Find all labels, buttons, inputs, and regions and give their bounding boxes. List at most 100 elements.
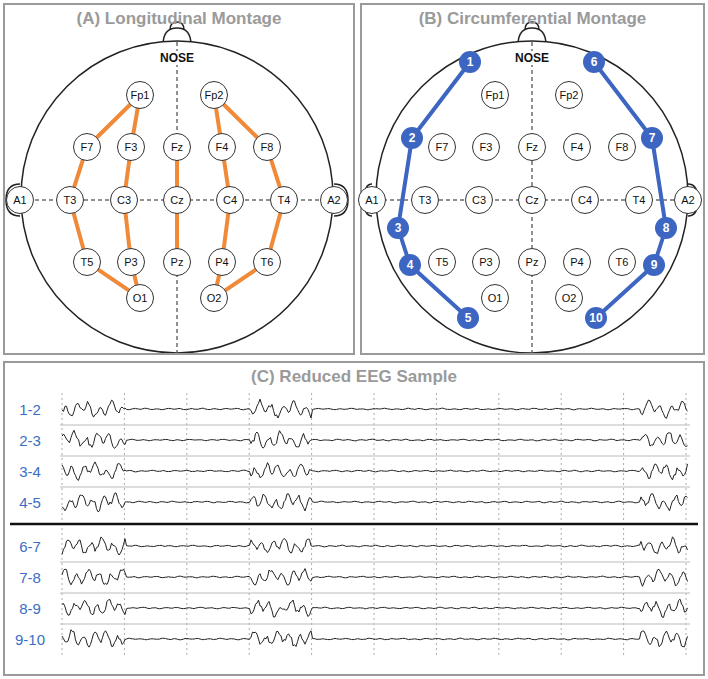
electrode: T6 bbox=[608, 248, 636, 276]
electrode-label: P4 bbox=[215, 256, 228, 268]
channel-divider bbox=[60, 593, 690, 594]
channel-number: 7 bbox=[641, 127, 663, 149]
channel-label: 9-10 bbox=[14, 631, 46, 648]
electrode-label: A1 bbox=[365, 194, 378, 206]
longitudinal-link bbox=[216, 109, 220, 133]
eeg-trace bbox=[62, 537, 688, 555]
electrode-label: F4 bbox=[216, 141, 229, 153]
electrode: C3 bbox=[465, 186, 493, 214]
channel-divider bbox=[60, 456, 690, 457]
channel-number: 9 bbox=[643, 254, 665, 276]
circumferential-link bbox=[601, 71, 646, 130]
electrode: F8 bbox=[253, 133, 281, 161]
electrode: A2 bbox=[674, 186, 702, 214]
circumferential-link bbox=[604, 272, 646, 310]
electrode: T3 bbox=[411, 186, 439, 214]
electrode: O2 bbox=[555, 284, 583, 312]
channel-number: 1 bbox=[459, 51, 481, 73]
electrode: F7 bbox=[428, 133, 456, 161]
eeg-trace bbox=[62, 493, 688, 512]
channel-number: 4 bbox=[399, 254, 421, 276]
electrode: Fz bbox=[163, 133, 191, 161]
channel-label: 7-8 bbox=[18, 569, 42, 586]
eeg-traces bbox=[62, 399, 688, 647]
orientation-label: NOSE bbox=[513, 51, 551, 65]
electrode: T6 bbox=[253, 248, 281, 276]
electrode: Cz bbox=[163, 186, 191, 214]
electrode-label: T3 bbox=[64, 194, 77, 206]
electrode-label: Fz bbox=[526, 141, 538, 153]
electrode-label: Cz bbox=[170, 194, 183, 206]
channel-number: 5 bbox=[457, 307, 479, 329]
electrode: T5 bbox=[428, 248, 456, 276]
electrode-label: F3 bbox=[125, 141, 138, 153]
electrode: P4 bbox=[563, 248, 591, 276]
electrode: F4 bbox=[208, 133, 236, 161]
electrode-label: P3 bbox=[124, 256, 137, 268]
circumferential-link bbox=[401, 239, 406, 255]
longitudinal-link bbox=[175, 161, 179, 186]
longitudinal-link bbox=[175, 214, 179, 248]
electrode-label: A2 bbox=[681, 194, 694, 206]
longitudinal-link bbox=[126, 161, 129, 186]
electrode: C4 bbox=[216, 186, 244, 214]
channel-divider bbox=[60, 562, 690, 563]
electrode-label: T3 bbox=[419, 194, 432, 206]
electrode-label: Fp2 bbox=[560, 89, 579, 101]
circumferential-link bbox=[418, 272, 460, 310]
electrode: F3 bbox=[117, 133, 145, 161]
head-b bbox=[364, 22, 698, 353]
eeg-trace bbox=[62, 569, 688, 587]
longitudinal-link bbox=[217, 276, 219, 285]
electrode-label: A1 bbox=[13, 194, 26, 206]
callout-number: 1 bbox=[467, 55, 474, 69]
channel-divider bbox=[60, 487, 690, 488]
montage-panel: (C) Reduced EEG Sample bbox=[3, 361, 705, 676]
electrode-label: F8 bbox=[616, 141, 629, 153]
electrode: F3 bbox=[472, 133, 500, 161]
head-outline bbox=[21, 41, 333, 353]
panel-title: (B) Circumferential Montage bbox=[362, 9, 703, 29]
electrode: T5 bbox=[73, 248, 101, 276]
circumferential-link bbox=[654, 149, 665, 217]
channel-number: 3 bbox=[387, 217, 409, 239]
electrode-label: T4 bbox=[278, 194, 291, 206]
electrode-label: F8 bbox=[261, 141, 274, 153]
longitudinal-link bbox=[74, 214, 84, 249]
electrode-label: P4 bbox=[570, 256, 583, 268]
longitudinal-link bbox=[74, 160, 82, 186]
channel-number: 10 bbox=[585, 307, 607, 329]
longitudinal-link bbox=[126, 214, 130, 248]
electrode: A1 bbox=[6, 186, 34, 214]
electrode: Pz bbox=[163, 248, 191, 276]
electrode-label: F7 bbox=[436, 141, 449, 153]
electrode: A2 bbox=[320, 186, 348, 214]
longitudinal-link bbox=[133, 109, 137, 133]
electrode: Cz bbox=[518, 186, 546, 214]
electrode: Fp2 bbox=[200, 81, 228, 109]
electrode-label: T4 bbox=[633, 194, 646, 206]
circumferential-link bbox=[400, 149, 411, 217]
electrode: P3 bbox=[117, 248, 145, 276]
longitudinal-link bbox=[97, 105, 130, 137]
callout-number: 2 bbox=[409, 131, 416, 145]
electrode-label: O2 bbox=[562, 292, 577, 304]
callout-number: 10 bbox=[589, 311, 602, 325]
head-outline bbox=[376, 41, 688, 353]
electrode: T4 bbox=[625, 186, 653, 214]
eeg-trace bbox=[62, 630, 688, 647]
callout-number: 8 bbox=[663, 221, 670, 235]
callout-number: 6 bbox=[591, 55, 598, 69]
electrode-label: F7 bbox=[81, 141, 94, 153]
longitudinal-link bbox=[134, 276, 136, 285]
electrode: C4 bbox=[571, 186, 599, 214]
electrode-label: C4 bbox=[223, 194, 237, 206]
electrode: T4 bbox=[270, 186, 298, 214]
electrode: Fp2 bbox=[555, 81, 583, 109]
electrode: P3 bbox=[472, 248, 500, 276]
channel-label: 4-5 bbox=[18, 494, 42, 511]
callout-number: 9 bbox=[651, 258, 658, 272]
longitudinal-link bbox=[224, 161, 228, 186]
electrode-label: O1 bbox=[133, 292, 148, 304]
head-a bbox=[6, 22, 348, 353]
